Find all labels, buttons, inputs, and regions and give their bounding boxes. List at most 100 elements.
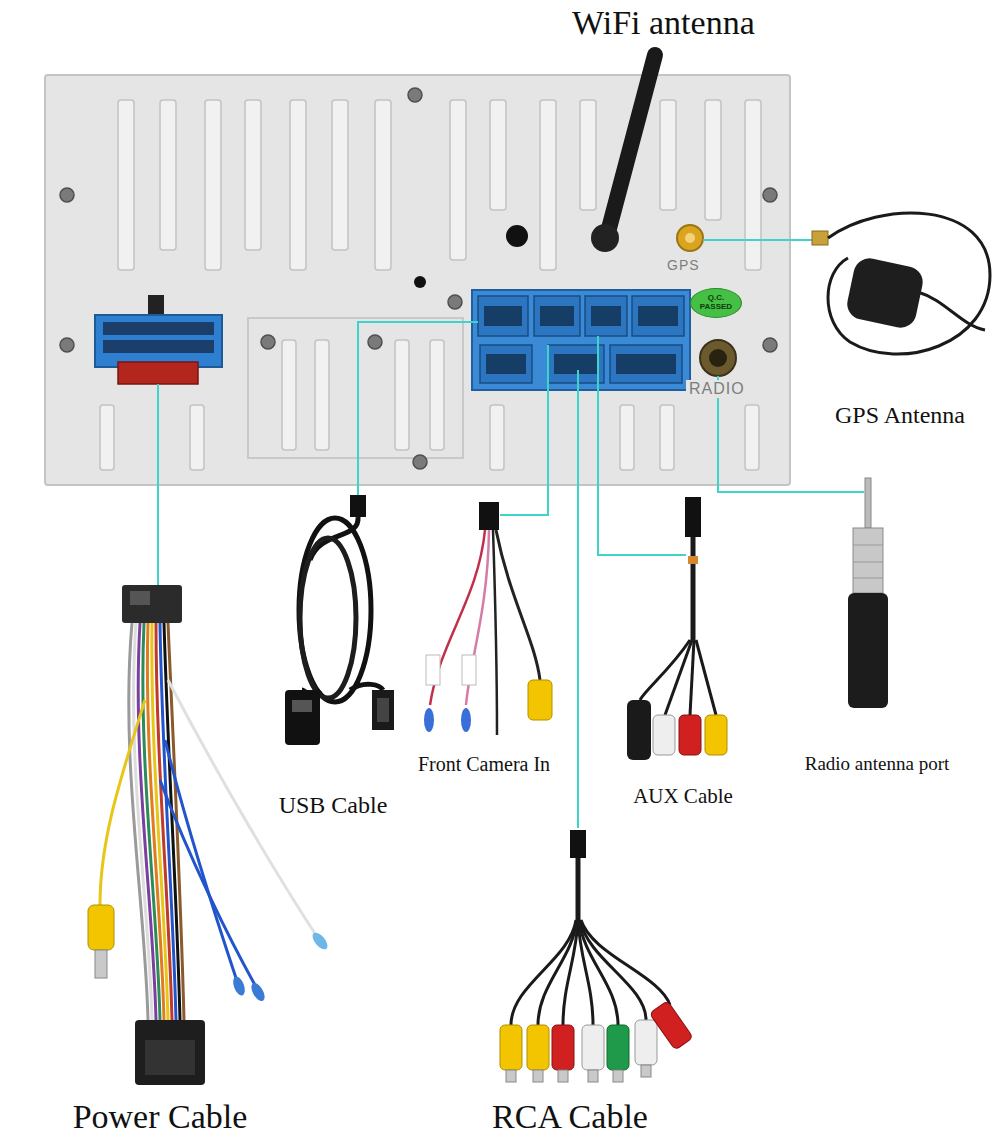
socket	[632, 296, 684, 336]
pins	[638, 306, 678, 326]
power-plug-detail	[130, 591, 150, 605]
wire	[100, 700, 145, 905]
wire-tip	[231, 975, 247, 997]
power-plug	[122, 585, 182, 623]
rib	[118, 100, 134, 270]
leader-line	[157, 384, 159, 485]
usb-plug-detail	[292, 700, 312, 712]
screw	[60, 188, 74, 202]
rib	[745, 100, 761, 270]
wire-tag	[462, 655, 476, 685]
panel-recess	[248, 318, 463, 458]
port-marking: RADIO	[686, 380, 748, 398]
rib	[290, 100, 306, 270]
leader-line	[500, 500, 548, 515]
screw	[763, 188, 777, 202]
rca-plug-yellow	[528, 680, 552, 720]
rib	[450, 100, 466, 260]
screw	[261, 335, 275, 349]
rib	[660, 100, 676, 210]
panel-body	[45, 75, 790, 485]
wire-tip	[424, 708, 434, 732]
pin-plug	[372, 690, 394, 730]
socket	[585, 296, 627, 336]
rib	[490, 405, 504, 470]
socket	[548, 345, 604, 383]
gps-cable	[828, 213, 990, 354]
usb-cable-coil	[300, 538, 356, 698]
rca-plug-yellow	[705, 715, 727, 755]
leader-line	[358, 322, 478, 485]
rib	[430, 340, 444, 450]
connector-block	[472, 290, 690, 390]
part-caption: USB Cable	[279, 792, 388, 818]
screws	[60, 88, 777, 469]
wire	[665, 640, 692, 715]
rib	[745, 405, 759, 470]
rca-tip	[95, 950, 107, 978]
socket	[534, 296, 580, 336]
leader-line	[615, 554, 686, 556]
rib	[100, 405, 114, 470]
sockets	[478, 296, 684, 383]
connector-line	[157, 485, 159, 585]
pins	[554, 354, 598, 374]
power-connector-detail	[145, 1040, 195, 1075]
pins	[540, 306, 574, 326]
rca-tip	[558, 1070, 568, 1082]
connector-line	[598, 485, 615, 555]
qc-sticker: Q.C. PASSED	[690, 288, 742, 318]
usb-cable	[350, 684, 383, 690]
panel-ribs	[100, 100, 761, 470]
rca-plug-yellow	[500, 1025, 522, 1070]
pins	[486, 354, 526, 374]
part-caption: Front Camera In	[418, 753, 550, 775]
socket	[480, 345, 532, 383]
gps-cable	[918, 292, 985, 330]
gps-plug	[812, 231, 828, 245]
connector-line	[357, 485, 359, 495]
aux-cable	[691, 537, 696, 640]
connector-pins	[103, 340, 214, 353]
pins	[591, 306, 621, 326]
rca-plug-green	[607, 1025, 629, 1070]
aux-head	[685, 497, 701, 537]
camera-head	[479, 502, 499, 530]
wire	[496, 530, 540, 680]
part-label: WiFi antenna	[572, 4, 755, 41]
rca-plug-yellow	[527, 1025, 549, 1070]
part-caption: AUX Cable	[633, 785, 733, 808]
rib	[395, 340, 409, 450]
aux-jack	[627, 700, 651, 760]
antenna-pin	[865, 478, 871, 528]
connector-line	[790, 239, 805, 241]
pins	[616, 354, 676, 374]
power-cable-item: Power Cable	[50, 585, 270, 1135]
aux-band	[688, 556, 698, 564]
wire	[165, 740, 236, 978]
rca-plug-white	[653, 715, 675, 755]
gps-port-core	[685, 233, 695, 243]
part-caption: GPS Antenna	[835, 402, 965, 428]
leader-line	[547, 345, 549, 485]
rca-plug-white	[635, 1020, 657, 1065]
connector-line	[547, 485, 549, 500]
screw	[448, 295, 462, 309]
screw	[408, 88, 422, 102]
rca-plug-yellow	[88, 905, 114, 950]
antenna-ridge	[853, 545, 883, 546]
screw	[368, 335, 382, 349]
antenna-grip	[848, 593, 888, 708]
wifi-antenna	[607, 55, 655, 236]
gps-port	[677, 225, 703, 251]
screw	[763, 338, 777, 352]
part-caption: Radio antenna port	[805, 754, 950, 775]
radio-port	[700, 340, 736, 376]
radio-antenna-item: Radio antenna port	[793, 470, 961, 775]
rca-tip	[613, 1070, 623, 1082]
usb-cable-item: USB Cable	[274, 495, 392, 818]
